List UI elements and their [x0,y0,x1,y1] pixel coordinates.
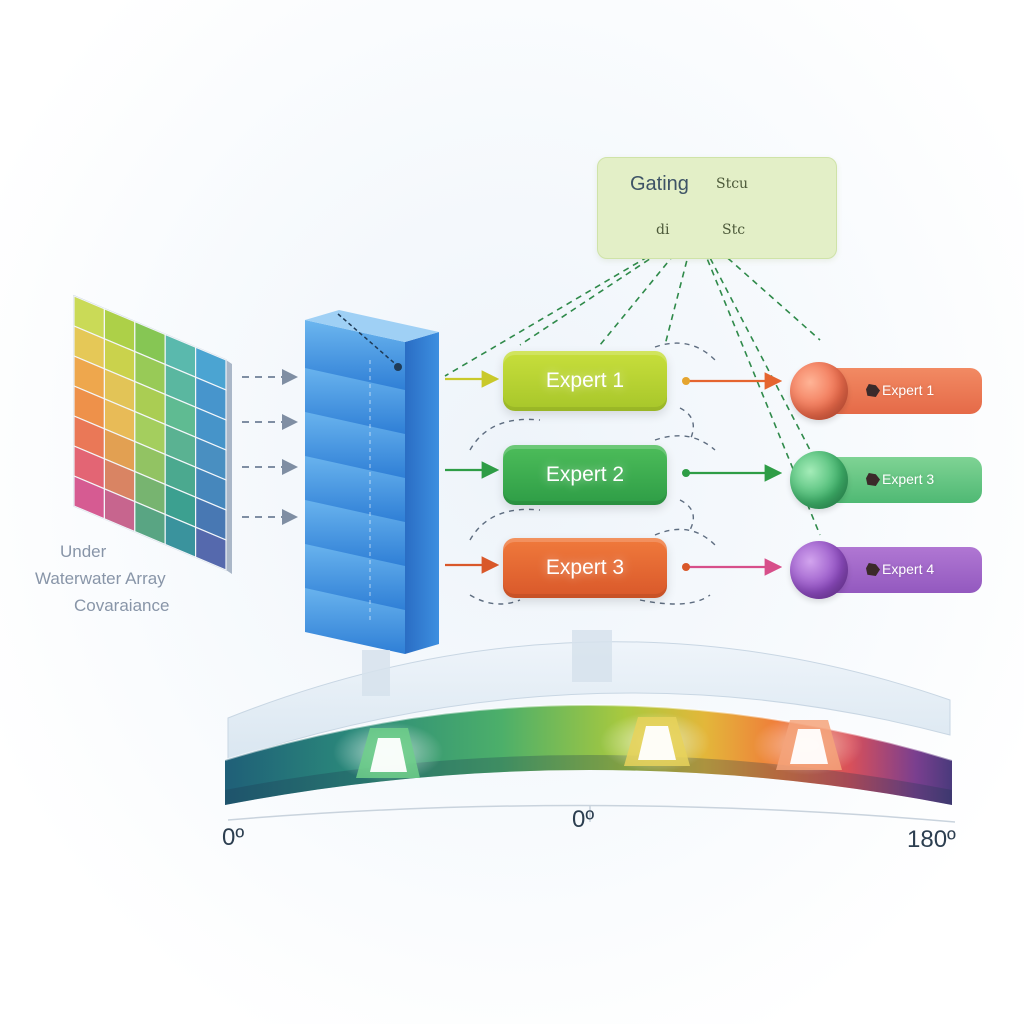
flow-curves [469,342,716,605]
covariance-matrix [73,294,232,574]
gating-top-tag: Stcu [716,176,749,192]
caption-line-2: Waterwater Array [35,569,166,588]
caption-line-1: Under [60,542,107,561]
output-3-marker-icon [866,563,880,576]
expert-3-node: Expert 3 [503,538,667,598]
output-3-sphere [790,541,848,599]
angle-label-left: 0º [222,824,245,851]
expert-2-node: Expert 2 [503,445,667,505]
gating-title: Gating [630,173,689,195]
beam-center [600,712,710,772]
output-2-label: Expert 3 [882,471,935,487]
caption-line-3: Covaraiance [74,596,170,615]
beam-left [333,722,443,782]
output-1-marker-icon [866,384,880,397]
matrix-cell [195,526,227,571]
encoder-stack [305,310,439,654]
block-to-expert-arrows [445,370,500,574]
output-1-label: Expert 1 [882,382,935,398]
gating-left-tag: di [656,222,670,238]
beam-right [753,715,863,775]
angle-spectrum-dish [224,630,956,823]
output-2-sphere [790,451,848,509]
gating-network-box [597,157,837,259]
angle-label-right: 180º [907,826,956,853]
output-2-marker-icon [866,473,880,486]
input-arrows [242,369,298,525]
expert-3-label: Expert 3 [545,556,625,579]
matrix-caption: Under Waterwater Array Covaraiance [32,538,202,619]
encoder-block [305,310,439,390]
expert-to-output-arrows [682,372,783,576]
expert-1-node: Expert 1 [503,351,667,411]
gating-bottom-tag: Stc [722,222,746,238]
expert-1-label: Expert 1 [545,369,625,392]
stack-node-dot [394,363,402,371]
output-1-sphere [790,362,848,420]
expert-2-label: Expert 2 [545,463,625,486]
output-3-label: Expert 4 [882,561,935,577]
angle-label-center: 0º [572,806,595,833]
